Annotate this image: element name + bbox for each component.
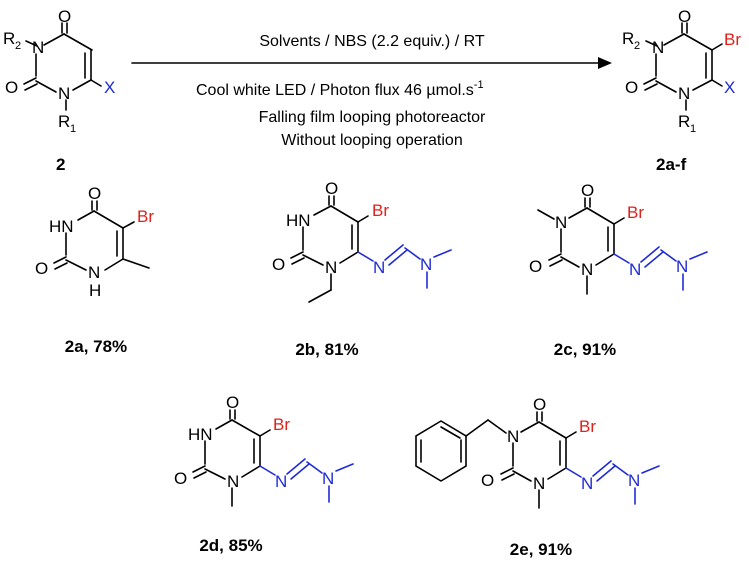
compound-2b-structure xyxy=(290,195,452,303)
reactant-carbonyl-o-left: O xyxy=(5,78,18,97)
2d-bromine: Br xyxy=(273,415,290,434)
2e-imine-n: N xyxy=(581,474,593,493)
2b-imine-n: N xyxy=(373,258,385,277)
2c-imine-n: N xyxy=(629,260,641,279)
product-r1-sub: 1 xyxy=(690,123,696,135)
product-r1-label: R 1 xyxy=(678,112,696,135)
compound-2a-label: 2a, 78% xyxy=(65,337,127,356)
2a-carbonyl-o-left: O xyxy=(35,259,48,278)
product-r2-label: R 2 xyxy=(622,29,640,52)
2a-nh-top: HN xyxy=(49,217,74,236)
product-x-substituent: X xyxy=(724,78,735,97)
2d-carbonyl-o-top: O xyxy=(226,393,239,412)
product-r1-r: R xyxy=(678,112,690,131)
reactant-r1-r: R xyxy=(58,112,70,131)
2d-nh-top: HN xyxy=(188,425,213,444)
condition-operation: Without looping operation xyxy=(281,132,462,149)
product-carbonyl-o-top: O xyxy=(678,7,691,26)
2e-bromine: Br xyxy=(579,417,596,436)
2a-n1: N xyxy=(88,263,100,282)
2d-dimethylamino-n: N xyxy=(322,469,334,488)
2d-n1: N xyxy=(227,472,239,491)
compound-2c-label: 2c, 91% xyxy=(554,340,616,359)
compound-2e-label: 2e, 91% xyxy=(510,540,572,559)
condition-reagents: Solvents / NBS (2.2 equiv.) / RT xyxy=(259,33,485,50)
2e-carbonyl-o-top: O xyxy=(533,395,546,414)
product-n3: N xyxy=(652,38,664,57)
reactant-r1-label: R 1 xyxy=(58,112,76,135)
2b-carbonyl-o-left: O xyxy=(272,255,285,274)
2c-carbonyl-o-left: O xyxy=(529,257,542,276)
reactant-label: 2 xyxy=(56,155,65,174)
compound-2e-structure xyxy=(415,411,660,509)
2e-n1: N xyxy=(533,474,545,493)
2e-dimethylamino-n: N xyxy=(628,471,640,490)
2c-n3: N xyxy=(555,213,567,232)
compound-2d-structure xyxy=(192,409,354,507)
condition-reactor: Falling film looping photoreactor xyxy=(259,109,486,126)
2c-dimethylamino-n: N xyxy=(676,257,688,276)
2b-n1: N xyxy=(325,258,337,277)
reactant-r1-sub: 1 xyxy=(70,123,76,135)
reactant-r2-label: R 2 xyxy=(3,29,21,52)
2c-carbonyl-o-top: O xyxy=(581,181,594,200)
reactant-carbonyl-o-top: O xyxy=(58,7,71,26)
2d-imine-n: N xyxy=(275,472,287,491)
2e-n3: N xyxy=(507,427,519,446)
compound-2a-structure xyxy=(53,200,150,271)
reactant-2-structure xyxy=(23,22,102,111)
condition-light-source: Cool white LED / Photon flux 46 µmol.s-1 xyxy=(196,79,484,99)
2c-n1: N xyxy=(581,260,593,279)
reactant-x-substituent: X xyxy=(104,78,115,97)
product-carbonyl-o-left: O xyxy=(625,78,638,97)
2b-dimethylamino-n: N xyxy=(420,255,432,274)
2a-carbonyl-o-top: O xyxy=(88,184,101,203)
product-r2-sub: 2 xyxy=(634,40,640,52)
2b-bromine: Br xyxy=(372,201,389,220)
2e-carbonyl-o-left: O xyxy=(481,471,494,490)
2b-nh-top: HN xyxy=(286,211,311,230)
condition-flux-exponent: -1 xyxy=(474,79,484,91)
2d-carbonyl-o-left: O xyxy=(174,469,187,488)
2a-bromine: Br xyxy=(137,207,154,226)
2a-n1-hydrogen: H xyxy=(89,281,101,300)
product-r2-r: R xyxy=(622,29,634,48)
compound-2c-structure xyxy=(537,197,708,295)
product-2af-structure xyxy=(643,22,723,111)
2c-bromine: Br xyxy=(627,203,644,222)
product-label: 2a-f xyxy=(656,155,687,174)
compound-2b-label: 2b, 81% xyxy=(295,340,358,359)
product-bromine: Br xyxy=(724,30,741,49)
reactant-n1: N xyxy=(58,84,70,103)
reactant-r2-r: R xyxy=(3,29,15,48)
condition-light-source-text: Cool white LED / Photon flux 46 µmol.s xyxy=(196,82,474,99)
product-n1: N xyxy=(678,84,690,103)
reaction-arrow xyxy=(131,57,612,69)
reactant-n3: N xyxy=(32,38,44,57)
reactant-r2-sub: 2 xyxy=(15,40,21,52)
compound-2d-label: 2d, 85% xyxy=(199,536,262,555)
2b-carbonyl-o-top: O xyxy=(325,179,338,198)
